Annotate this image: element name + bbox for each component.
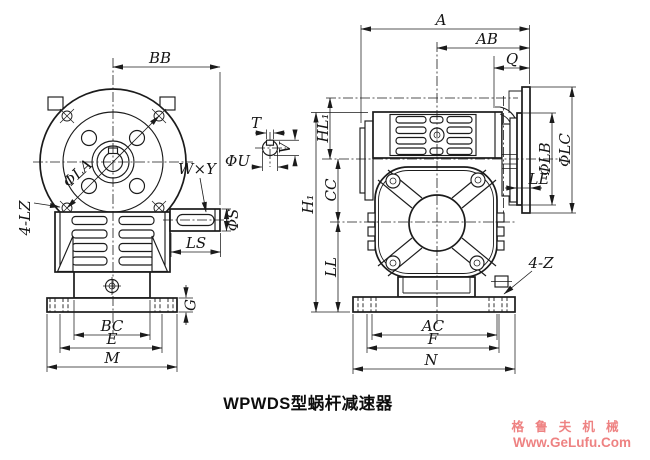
- lug-right: [159, 96, 176, 111]
- dim-label-cc: CC: [322, 178, 340, 201]
- dim-label-hl1: HL₁: [314, 113, 332, 143]
- flange-disc: [521, 86, 531, 214]
- dim-label-h1: H₁: [299, 194, 317, 214]
- side-pedestal: [397, 276, 476, 298]
- shaft-section-detail: T V ΦU: [225, 114, 299, 171]
- side-tabs: [367, 212, 505, 251]
- dim-label-e: E: [106, 330, 118, 348]
- end-cover-outer: [359, 127, 366, 194]
- side-base-flange: [352, 296, 516, 313]
- dim-label-t: T: [251, 114, 262, 132]
- housing-bolts: [385, 172, 486, 271]
- dim-label-f: F: [427, 330, 439, 348]
- drawing-caption: WPWDS型蜗杆减速器: [223, 393, 393, 413]
- dim-label-4z: 4-Z: [527, 254, 554, 272]
- base-flange: [46, 297, 178, 313]
- dim-label-a: A: [434, 11, 447, 29]
- dim-label-g: G: [182, 299, 200, 311]
- end-cover-inner: [364, 120, 374, 201]
- dim-label-phi-lc: ΦLC: [556, 133, 574, 167]
- dim-label-q: Q: [506, 50, 518, 68]
- dim-label-phi-u: ΦU: [225, 152, 251, 170]
- cooling-fins: [71, 215, 155, 266]
- base-bolt-holes-hidden: [49, 298, 174, 312]
- side-view: A AB Q H₁ HL₁ CC LL ΦLB ΦLC LE 4-Z AC F …: [299, 11, 576, 374]
- dim-label-ls: LS: [185, 234, 206, 252]
- gusset-left: [56, 235, 74, 273]
- dim-label-v: V: [276, 140, 294, 153]
- watermark-url: Www.GeLufu.Com: [513, 435, 631, 450]
- dim-label-bb: BB: [148, 49, 171, 67]
- lug-left: [47, 96, 64, 111]
- dim-label-le: LE: [528, 170, 550, 188]
- dim-label-m: M: [103, 349, 120, 367]
- dim-label-n: N: [423, 351, 438, 369]
- gusset-right: [151, 235, 169, 273]
- side-cooling-fins: [395, 115, 473, 156]
- output-flange: [495, 86, 531, 214]
- front-view: BB ΦLA 4-LZ W×Y ΦS LS G BC E M: [16, 49, 242, 372]
- dim-label-bc: BC: [100, 317, 124, 335]
- dim-label-wxy: W×Y: [178, 160, 218, 178]
- dim-label-ll: LL: [322, 257, 340, 278]
- dim-label-4lz: 4-LZ: [16, 200, 34, 237]
- dim-label-ab: AB: [474, 30, 498, 48]
- side-base-holes-hidden: [357, 297, 508, 312]
- dim-label-ac: AC: [420, 317, 445, 335]
- section-keyway: [265, 139, 275, 146]
- dim-label-phi-s: ΦS: [224, 209, 242, 232]
- dim-label-phi-lb: ΦLB: [536, 142, 554, 175]
- watermark-company: 格 鲁 夫 机 械: [511, 419, 622, 434]
